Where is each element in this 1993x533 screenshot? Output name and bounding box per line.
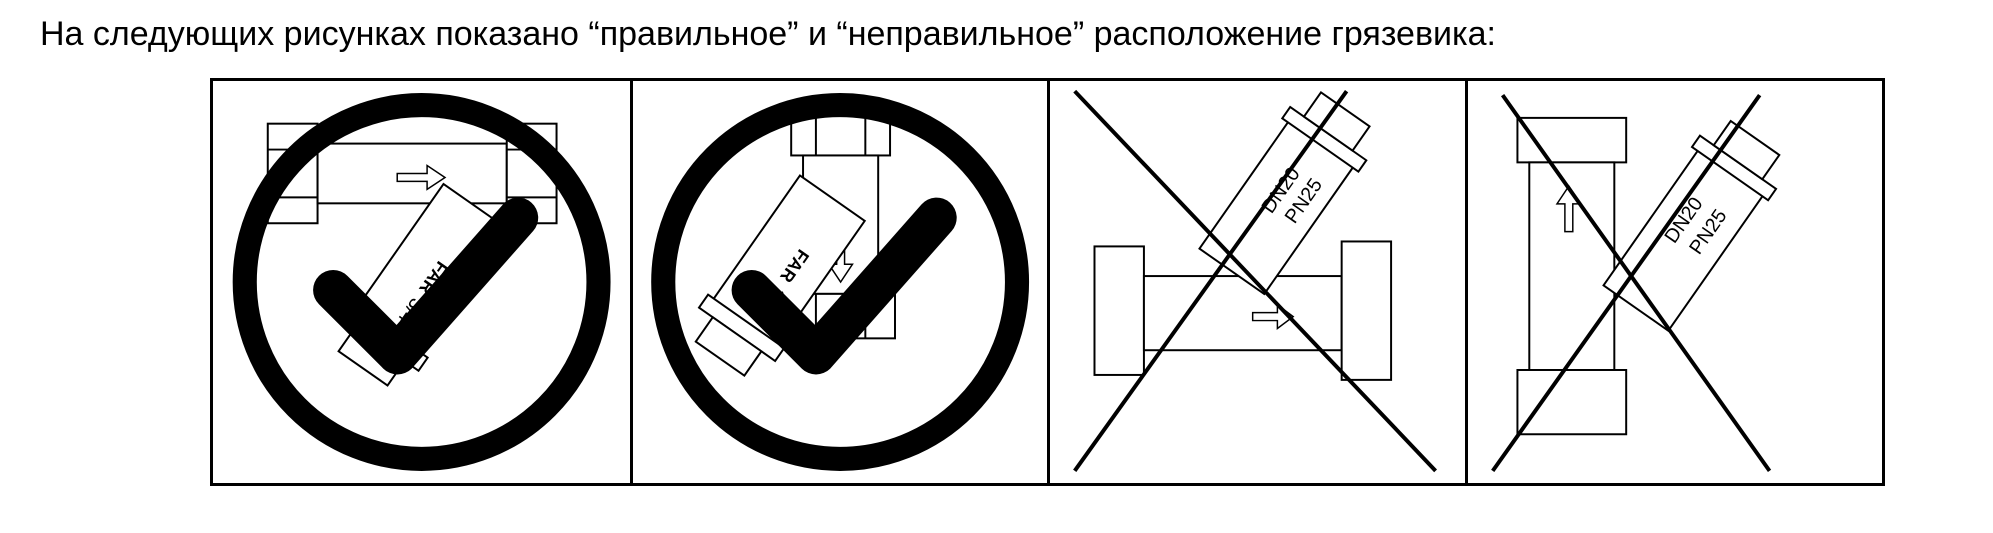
page-heading: На следующих рисунках показано “правильн… bbox=[40, 15, 1496, 53]
panel-correct-vertical: FAR 3/4" bbox=[630, 81, 1047, 483]
panel-wrong-horizontal: DN20 PN25 bbox=[1047, 81, 1464, 483]
check-mark-icon bbox=[232, 93, 611, 471]
cross-out-icon bbox=[1073, 89, 1438, 473]
check-mark-icon bbox=[651, 93, 1030, 471]
strainer-orientation-figure: FAR 3/4" FAR 3 bbox=[210, 78, 1885, 486]
strainer-illustration-4: DN20 PN25 bbox=[1516, 116, 1781, 436]
cross-out-icon bbox=[1490, 93, 1771, 472]
panel-wrong-vertical: DN20 PN25 bbox=[1464, 81, 1882, 483]
panel-correct-horizontal: FAR 3/4" bbox=[213, 81, 630, 483]
